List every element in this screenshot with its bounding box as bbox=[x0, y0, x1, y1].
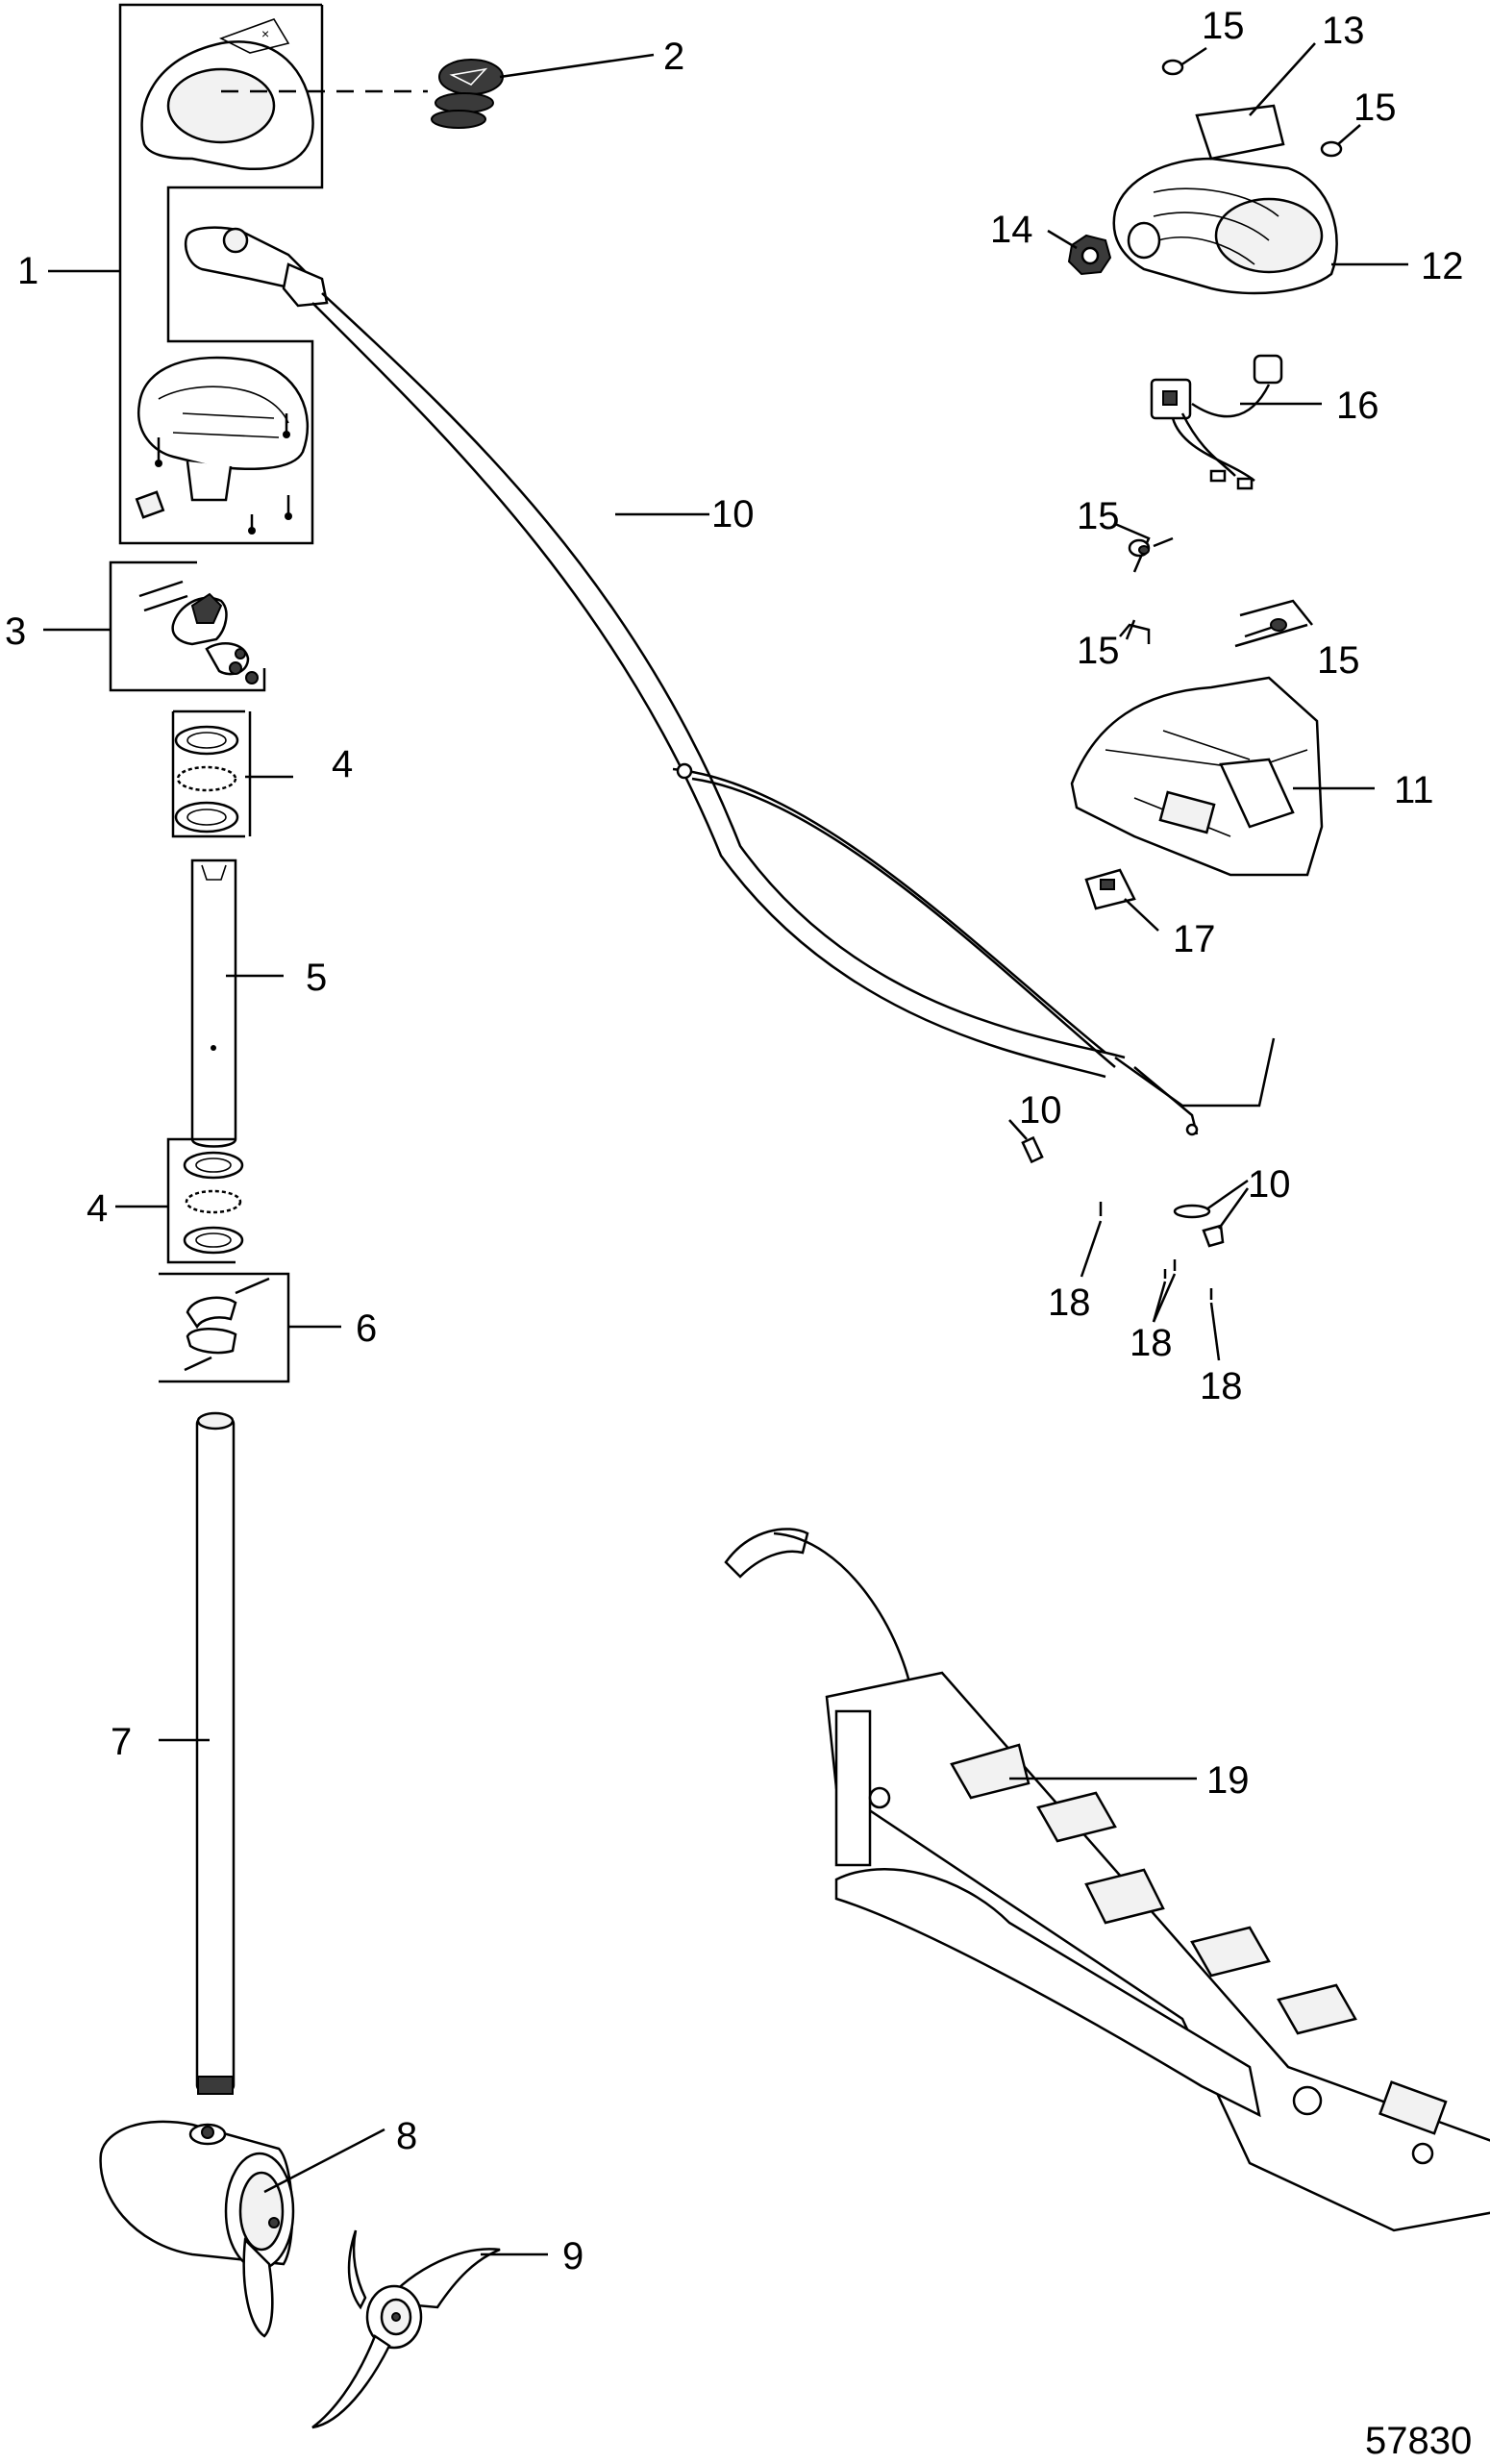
callout-12: 12 bbox=[1421, 245, 1464, 287]
part-10-cable bbox=[311, 292, 1276, 1136]
callout-5: 5 bbox=[306, 957, 327, 999]
callout-15-c: 15 bbox=[1077, 495, 1120, 537]
part-14-gear bbox=[1047, 229, 1112, 276]
cover-window bbox=[166, 67, 276, 144]
part-9-propeller bbox=[311, 2229, 548, 2429]
callout-15-d: 15 bbox=[1077, 630, 1120, 672]
housing-screws bbox=[155, 413, 292, 535]
control-head-base bbox=[137, 356, 310, 470]
callout-2: 2 bbox=[663, 36, 684, 78]
control-head-assembly: × bbox=[118, 3, 329, 545]
part-4-bearing-upper bbox=[171, 709, 293, 838]
part-11-pedal-base bbox=[1070, 676, 1375, 877]
callout-numbers: 1 2 3 4 4 5 6 7 8 9 10 10 10 11 12 13 14… bbox=[5, 5, 1464, 2277]
cap-washer-1 bbox=[435, 92, 494, 113]
callout-7: 7 bbox=[111, 1721, 132, 1763]
callout-3: 3 bbox=[5, 610, 26, 653]
cover-decal bbox=[218, 18, 290, 54]
base-neck bbox=[186, 460, 233, 502]
callout-10-terminal-a: 10 bbox=[1019, 1089, 1062, 1132]
callout-16: 16 bbox=[1336, 385, 1379, 427]
part-5-tube bbox=[190, 859, 284, 1148]
callout-8: 8 bbox=[396, 2115, 417, 2157]
callout-14: 14 bbox=[990, 209, 1033, 251]
collar-gear bbox=[190, 592, 223, 624]
callout-4-upper: 4 bbox=[332, 743, 353, 785]
cover-decal-mark: × bbox=[261, 26, 269, 41]
callout-15-b: 15 bbox=[1353, 87, 1397, 129]
part-2-cap bbox=[221, 53, 655, 129]
part-8-motor bbox=[99, 2120, 385, 2338]
part-12-pedal-top bbox=[1112, 157, 1408, 295]
part-4-bearing-lower bbox=[115, 1137, 244, 1264]
small-clip bbox=[135, 490, 165, 519]
callout-10-cable: 10 bbox=[711, 493, 755, 535]
part-16-switch bbox=[1150, 354, 1322, 490]
part-6-clamp bbox=[159, 1272, 341, 1383]
part-15-hardware bbox=[1114, 59, 1343, 648]
part-3-collar bbox=[43, 560, 266, 692]
part-10-terminals bbox=[1008, 1119, 1250, 1248]
callout-15-a: 15 bbox=[1202, 5, 1245, 47]
part-19-mount bbox=[724, 1528, 1490, 2232]
callout-17: 17 bbox=[1173, 918, 1216, 960]
part-13-cover bbox=[1195, 42, 1316, 161]
callout-1: 1 bbox=[17, 250, 38, 292]
callout-11: 11 bbox=[1394, 769, 1434, 811]
base-inner-detail bbox=[158, 386, 289, 438]
callout-18-c: 18 bbox=[1200, 1365, 1243, 1407]
callout-18-a: 18 bbox=[1048, 1282, 1091, 1324]
part-7-shaft bbox=[159, 1411, 236, 2095]
callout-19: 19 bbox=[1206, 1759, 1250, 1802]
callout-6: 6 bbox=[356, 1307, 377, 1350]
cap-top bbox=[438, 59, 504, 95]
figure-number: 57830 bbox=[1365, 2420, 1472, 2462]
part-18-pins bbox=[1080, 1202, 1221, 1361]
part-17-rocker bbox=[1084, 868, 1159, 932]
callout-15-e: 15 bbox=[1317, 639, 1360, 682]
bracket-1 bbox=[118, 3, 324, 545]
callout-18-b: 18 bbox=[1130, 1322, 1173, 1364]
callout-9: 9 bbox=[562, 2235, 584, 2277]
callout-13: 13 bbox=[1322, 10, 1365, 52]
handle-collar bbox=[282, 262, 329, 308]
cap-washer-2 bbox=[431, 110, 486, 129]
callout-4-lower: 4 bbox=[87, 1187, 108, 1230]
handle-knob bbox=[222, 227, 249, 254]
callout-10-terminal-b: 10 bbox=[1248, 1163, 1291, 1206]
